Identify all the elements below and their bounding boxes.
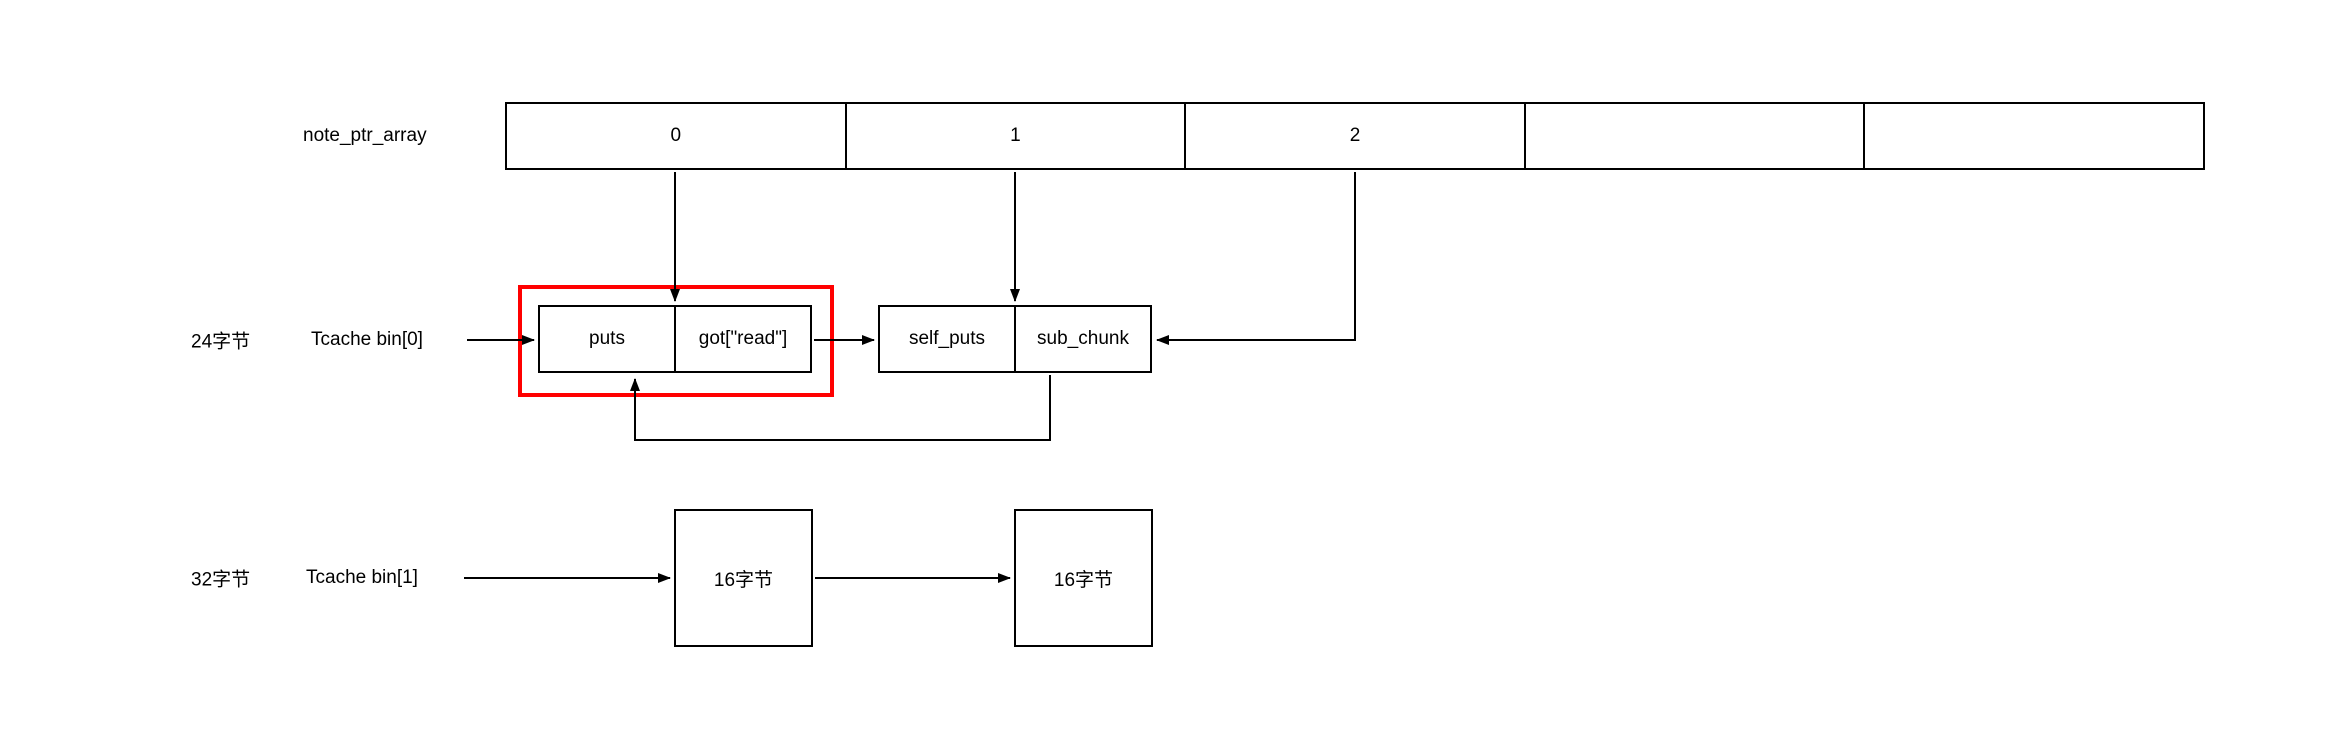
chunk-puts-got: puts got["read"] [538, 305, 812, 373]
size-24-label: 24字节 [191, 331, 251, 353]
note-ptr-array-label: note_ptr_array [303, 125, 427, 146]
array-cell-1: 1 [844, 104, 1185, 168]
chunk-cell-self-puts: self_puts [908, 328, 986, 349]
tcache-bin0-label: Tcache bin[0] [311, 329, 423, 350]
chunk-16byte-second: 16字节 [1014, 509, 1153, 647]
chunk-16byte-first: 16字节 [674, 509, 813, 647]
note-ptr-array: 0 1 2 [505, 102, 2205, 170]
chunk-cell-got-read: got["read"] [674, 307, 810, 371]
array-cell-0: 0 [670, 125, 682, 146]
arrow-array2-to-sub-chunk [1156, 172, 1356, 345]
array-cell-3 [1523, 104, 1864, 168]
chunk-cell-puts: puts [589, 328, 625, 349]
tcache-bin1-label: Tcache bin[1] [306, 567, 418, 588]
array-cell-2: 2 [1184, 104, 1524, 168]
size-32-label: 32字节 [191, 569, 251, 591]
chunk-selfputs-subchunk: self_puts sub_chunk [878, 305, 1152, 373]
chunk-cell-sub-chunk: sub_chunk [1014, 307, 1150, 371]
array-cell-4 [1863, 104, 2203, 168]
